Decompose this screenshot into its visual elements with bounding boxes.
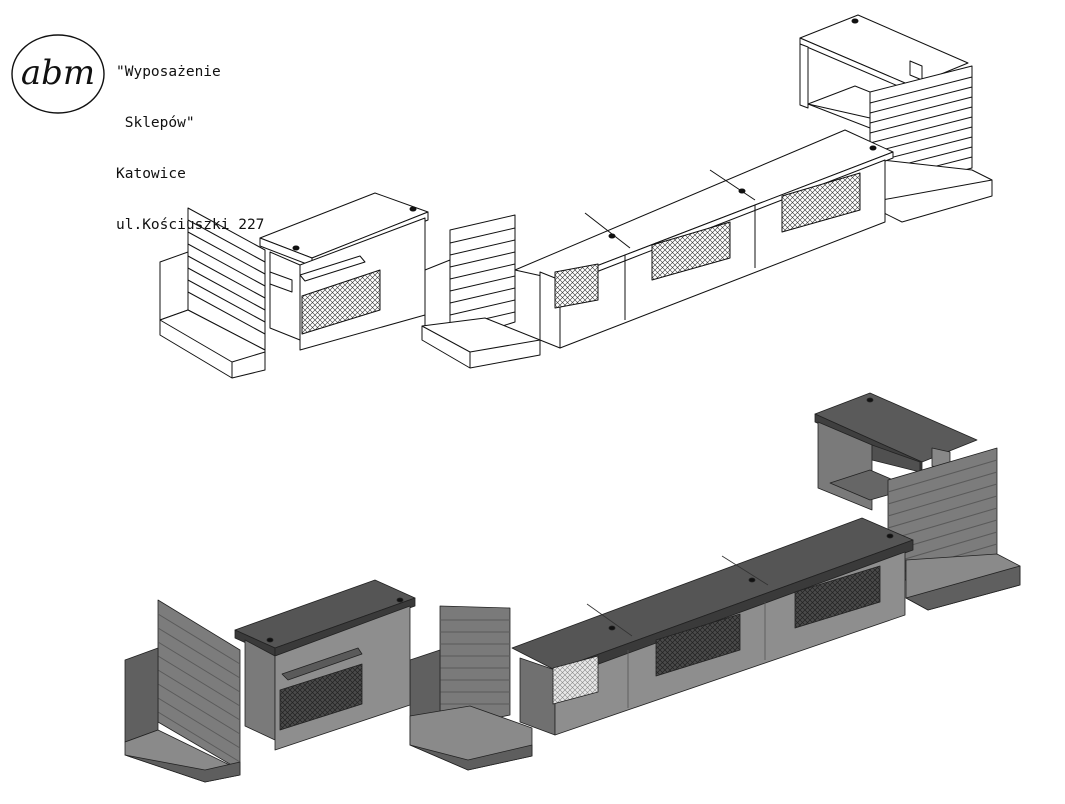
long-counter-shaded bbox=[511, 517, 914, 736]
corner-desk-unit bbox=[799, 14, 993, 223]
company-city: Katowice bbox=[116, 166, 186, 182]
middle-slatwall-line bbox=[421, 214, 541, 369]
line-drawing-view bbox=[159, 14, 993, 379]
company-street: ul.Kościuszki 227 bbox=[116, 217, 265, 233]
company-line-2: Sklepów" bbox=[116, 115, 195, 131]
company-line-1: "Wyposażenie bbox=[116, 64, 221, 80]
company-address: "Wyposażenie Sklepów" Katowice ul.Kościu… bbox=[116, 30, 264, 268]
abm-logo: abm bbox=[11, 34, 105, 114]
reception-desk-shaded bbox=[124, 579, 416, 783]
middle-slatwall-shaded bbox=[409, 605, 533, 771]
reception-desk-line bbox=[159, 192, 429, 379]
long-counter-line bbox=[514, 129, 894, 349]
logo-text: abm bbox=[21, 53, 95, 93]
shaded-render-view bbox=[124, 392, 1021, 783]
